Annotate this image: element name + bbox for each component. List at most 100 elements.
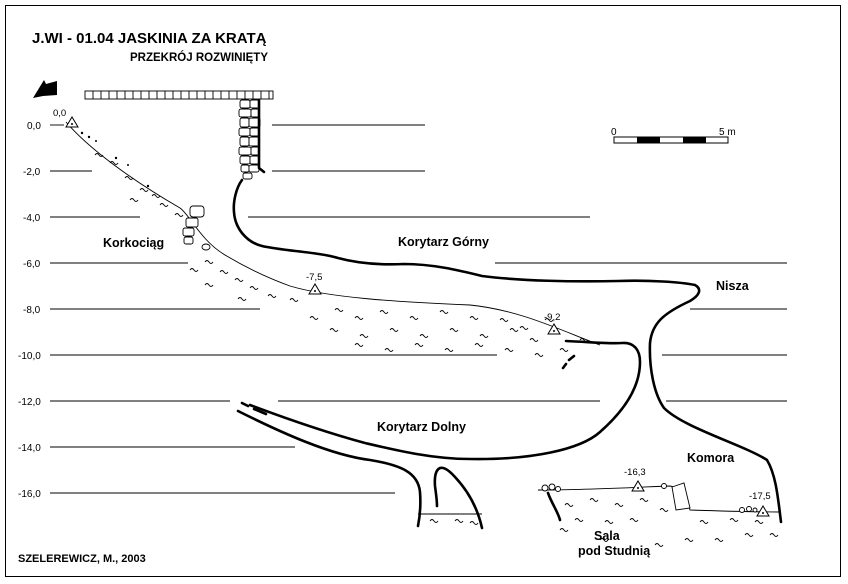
depth-label: -10,0 — [18, 351, 41, 362]
sediment-mark — [444, 348, 454, 352]
depth-label: -16,0 — [18, 489, 41, 500]
sediment-mark — [414, 343, 424, 347]
depth-label: -2,0 — [23, 167, 41, 178]
depth-label: -14,0 — [18, 443, 41, 454]
sediment-mark — [579, 338, 589, 342]
sediment-mark — [454, 519, 464, 523]
boulders — [182, 205, 758, 513]
station-label: -16,3 — [624, 467, 646, 478]
sediment-mark — [151, 194, 161, 198]
sediment-mark — [449, 328, 459, 332]
sediment-mark — [359, 334, 369, 338]
sediment-mark — [174, 213, 184, 217]
sediment-mark — [384, 348, 394, 352]
sediment-mark — [329, 328, 339, 332]
sediment-mark — [639, 498, 649, 502]
station-marker: -16,3 — [624, 467, 646, 492]
map-subtitle: PRZEKRÓJ ROZWINIĘTY — [130, 51, 268, 64]
stone-masonry — [238, 99, 261, 180]
sediment-mark — [714, 538, 724, 542]
depth-label: -6,0 — [23, 259, 41, 270]
sediment-mark — [729, 518, 739, 522]
station-label: -7,5 — [306, 272, 322, 283]
map-title: J.WI - 01.04 JASKINIA ZA KRATĄ — [32, 30, 267, 47]
sediment-marks — [94, 153, 779, 547]
depth-label: -4,0 — [23, 213, 41, 224]
sediment-mark — [267, 294, 277, 298]
depth-label: 0,0 — [27, 121, 41, 132]
depth-grid — [50, 124, 787, 494]
sediment-mark — [204, 283, 214, 287]
sediment-mark — [109, 161, 119, 165]
sediment-mark — [237, 297, 247, 301]
sediment-mark — [564, 503, 574, 507]
sediment-mark — [479, 334, 489, 338]
sediment-mark — [469, 521, 479, 525]
sediment-mark — [559, 528, 569, 532]
sediment-mark — [509, 328, 519, 332]
sediment-mark — [519, 326, 529, 330]
map-frame — [5, 5, 841, 577]
sediment-mark — [309, 316, 319, 320]
sediment-mark — [614, 503, 624, 507]
station-label: -9,2 — [544, 312, 560, 323]
survey-stations: 0,0 -7,5 -9,2 -16,3 -17,5 — [53, 108, 771, 517]
label-pod-studnia: pod Studnią — [578, 544, 651, 558]
sediment-mark — [599, 538, 609, 542]
depth-label: -8,0 — [23, 305, 41, 316]
sediment-mark — [754, 520, 764, 524]
sediment-mark — [544, 318, 554, 322]
sediment-mark — [379, 310, 389, 314]
scale-end-label: 5 m — [719, 127, 736, 138]
sediment-mark — [289, 298, 299, 302]
sediment-mark — [499, 318, 509, 322]
sediment-mark — [684, 538, 694, 542]
station-marker: 0,0 — [53, 108, 79, 128]
sediment-mark — [159, 203, 169, 207]
label-sala: Sala — [594, 529, 621, 543]
sediment-mark — [589, 498, 599, 502]
sediment-mark — [469, 316, 479, 320]
label-korytarz-gorny: Korytarz Górny — [398, 235, 489, 249]
scale-bar: 0 5 m — [611, 127, 736, 144]
station-marker: -17,5 — [749, 491, 771, 517]
sediment-mark — [94, 153, 104, 157]
sediment-mark — [409, 316, 419, 320]
sediment-mark — [659, 508, 669, 512]
sediment-mark — [124, 176, 134, 180]
sediment-mark — [534, 353, 544, 357]
sediment-mark — [354, 316, 364, 320]
scale-start-label: 0 — [611, 127, 617, 138]
sediment-mark — [574, 518, 584, 522]
sediment-mark — [354, 343, 364, 347]
sediment-mark — [699, 520, 709, 524]
label-komora: Komora — [687, 451, 735, 465]
sediment-mark — [604, 520, 614, 524]
sediment-mark — [129, 198, 139, 202]
sediment-mark — [429, 519, 439, 523]
station-label: 0,0 — [53, 108, 66, 119]
sediment-mark — [654, 543, 664, 547]
sediment-mark — [504, 348, 514, 352]
sediment-mark — [189, 268, 199, 272]
sediment-mark — [419, 334, 429, 338]
grate-slab — [84, 90, 274, 100]
depth-label: -12,0 — [18, 397, 41, 408]
sediment-mark — [234, 278, 244, 282]
sediment-mark — [439, 310, 449, 314]
entrance-arrow-icon — [33, 80, 57, 98]
sediment-mark — [474, 343, 484, 347]
cave-walls — [232, 98, 783, 530]
sediment-mark — [204, 260, 214, 264]
sediment-mark — [389, 328, 399, 332]
sediment-mark — [219, 270, 229, 274]
sediment-mark — [334, 308, 344, 312]
station-marker: -9,2 — [544, 312, 561, 335]
label-korkociag: Korkociąg — [103, 236, 164, 250]
pebbles — [80, 131, 150, 188]
sediment-mark — [529, 338, 539, 342]
label-korytarz-dolny: Korytarz Dolny — [377, 420, 466, 434]
sediment-mark — [249, 286, 259, 290]
sediment-mark — [139, 188, 149, 192]
